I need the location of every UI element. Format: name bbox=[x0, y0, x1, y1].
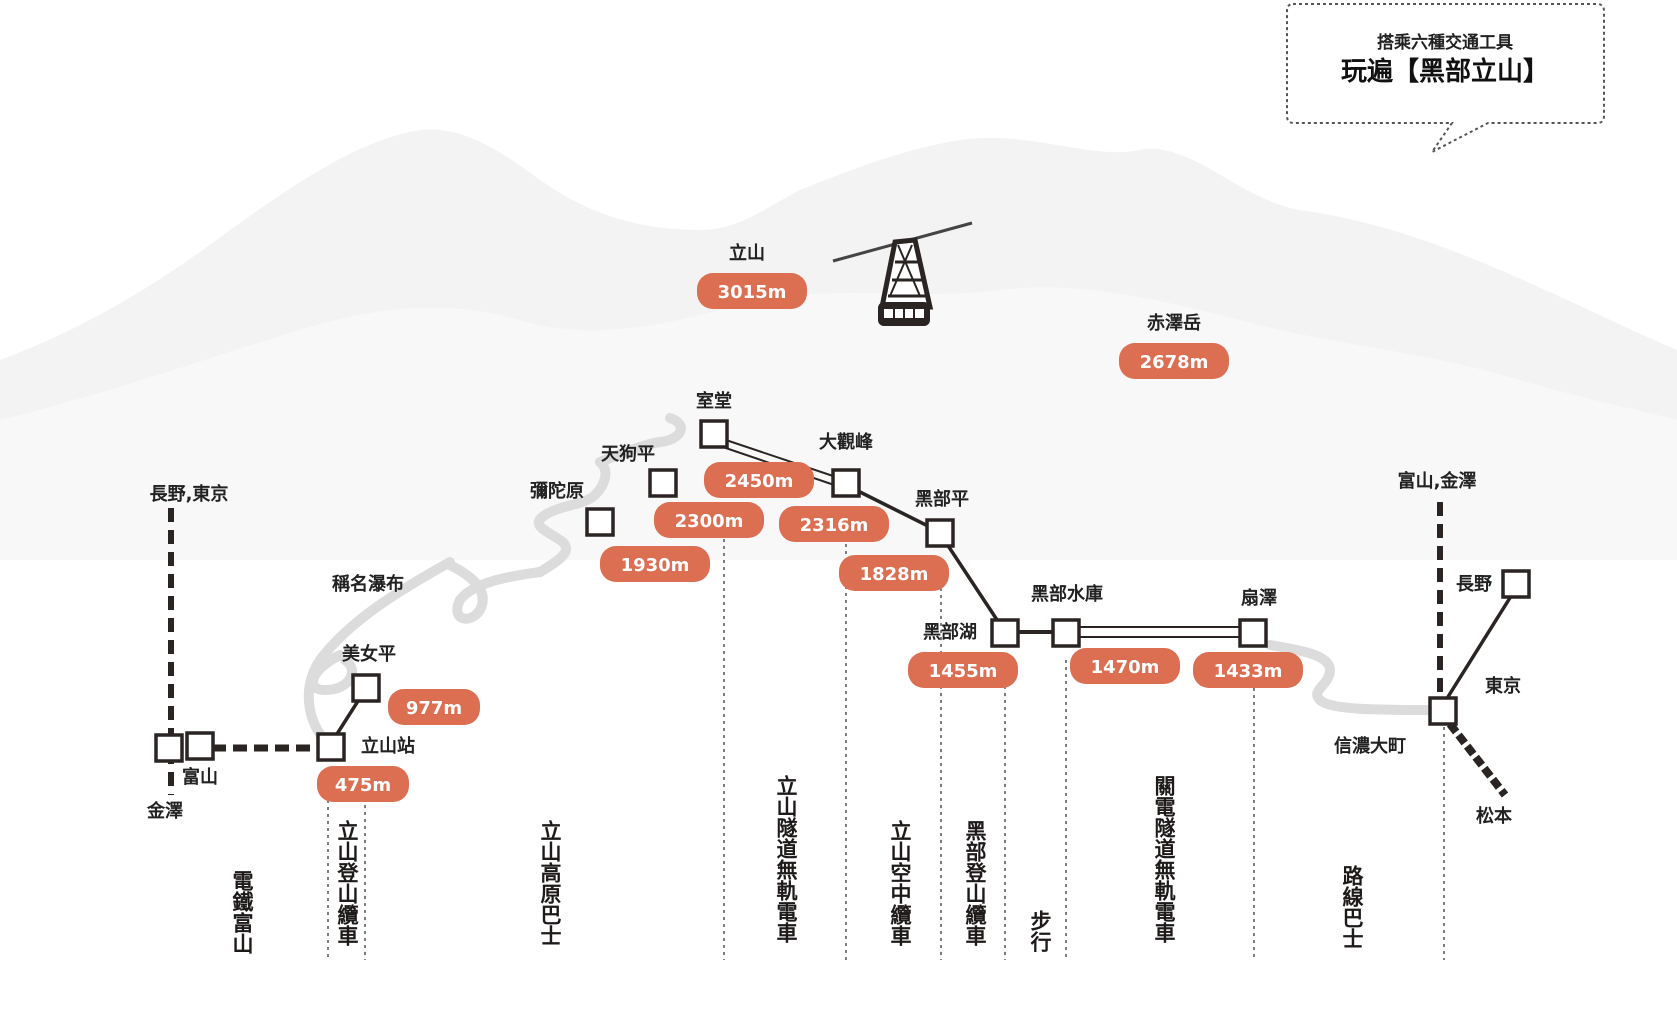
station-kurobedam: 黑部水庫 1470m bbox=[1031, 583, 1180, 684]
peak-elevation: 2678m bbox=[1140, 352, 1209, 373]
station-elevation: 2300m bbox=[675, 511, 744, 532]
station-name: 大觀峰 bbox=[819, 431, 874, 453]
station-square-icon bbox=[154, 733, 184, 763]
station-name: 黑部水庫 bbox=[1031, 583, 1103, 605]
station-name: 扇澤 bbox=[1241, 587, 1277, 609]
station-tateyama: 立山站 475m bbox=[317, 735, 415, 802]
route-dividers bbox=[327, 525, 1445, 960]
station-bijodaira: 美女平 977m bbox=[342, 643, 480, 725]
station-midagahara: 彌陀原 1930m bbox=[530, 480, 710, 582]
place-nagano: 長野 bbox=[1456, 574, 1492, 595]
station-name: 美女平 bbox=[342, 643, 396, 665]
route-label: 步行 bbox=[1028, 909, 1053, 953]
route-label: 立山登山纜車 bbox=[335, 819, 360, 947]
station-square-icon bbox=[1428, 696, 1458, 726]
place-shomyo-falls: 稱名瀑布 bbox=[332, 573, 404, 595]
route-label: 黑部登山纜車 bbox=[963, 820, 988, 947]
station-square-icon bbox=[831, 468, 861, 498]
station-square-icon bbox=[316, 732, 346, 762]
route-label: 立山空中纜車 bbox=[888, 819, 912, 947]
station-shinanoomachi: 信濃大町 bbox=[1334, 735, 1406, 757]
ropeway-gondola-icon bbox=[832, 221, 973, 326]
station-elevation: 1828m bbox=[860, 564, 929, 585]
route-label: 電鐵富山 bbox=[230, 870, 254, 954]
station-elevation: 475m bbox=[335, 775, 391, 796]
station-toyama: 富山 bbox=[182, 766, 218, 788]
peak-akazawa: 赤澤岳 2678m bbox=[1119, 313, 1229, 379]
station-square-icon bbox=[925, 518, 955, 548]
place-matsumoto: 松本 bbox=[1476, 805, 1512, 827]
station-name: 立山站 bbox=[361, 735, 415, 757]
station-square-icon bbox=[585, 507, 615, 537]
place-kanazawa: 金澤 bbox=[146, 800, 183, 822]
station-squares bbox=[154, 419, 1531, 763]
route-label: 立山隧道無軌電車 bbox=[774, 774, 798, 944]
peak-elevation: 3015m bbox=[718, 282, 787, 303]
route-label: 關電隧道無軌電車 bbox=[1152, 775, 1176, 944]
station-kurobedaira: 黑部平 1828m bbox=[839, 488, 969, 591]
callout-box: 搭乘六種交通工具 玩遍【黑部立山】 bbox=[1286, 3, 1605, 153]
place-nagano-tokyo: 長野,東京 bbox=[150, 483, 229, 505]
station-ogizawa: 扇澤 1433m bbox=[1193, 587, 1303, 688]
route-label: 立山高原巴士 bbox=[538, 819, 562, 946]
peak-tateyama: 立山 3015m bbox=[697, 242, 807, 309]
station-name: 室堂 bbox=[696, 390, 732, 412]
station-elevation: 2316m bbox=[800, 515, 869, 536]
station-name: 富山 bbox=[182, 766, 218, 788]
station-kurobeko: 黑部湖 1455m bbox=[908, 621, 1018, 688]
station-elevation: 1930m bbox=[621, 555, 690, 576]
station-square-icon bbox=[699, 419, 729, 449]
station-elevation: 1455m bbox=[929, 661, 998, 682]
route-label: 路線巴士 bbox=[1340, 864, 1364, 949]
winding-roads bbox=[303, 413, 1435, 745]
station-square-icon bbox=[648, 468, 678, 498]
station-square-icon bbox=[1238, 618, 1268, 648]
peak-name: 赤澤岳 bbox=[1147, 313, 1201, 334]
callout-title: 玩遍【黑部立山】 bbox=[1341, 56, 1549, 87]
station-tengudaira: 天狗平 2300m bbox=[601, 443, 764, 538]
place-toyama-kanazawa: 富山,金澤 bbox=[1398, 470, 1477, 492]
station-square-icon bbox=[1051, 618, 1081, 648]
station-square-icon bbox=[185, 731, 215, 761]
station-square-icon bbox=[990, 618, 1020, 648]
place-tokyo: 東京 bbox=[1485, 675, 1521, 697]
place-labels: 稱名瀑布 長野,東京 金澤 富山,金澤 長野 東京 松本 bbox=[146, 470, 1521, 827]
station-name: 彌陀原 bbox=[530, 480, 584, 502]
station-name: 黑部平 bbox=[915, 488, 969, 510]
station-murodo: 室堂 2450m bbox=[696, 390, 814, 498]
station-name: 天狗平 bbox=[601, 443, 655, 465]
route-labels: 電鐵富山 立山登山纜車 立山高原巴士 立山隧道無軌電車 立山空中纜車 黑部登山纜… bbox=[230, 774, 1364, 954]
station-elevation: 2450m bbox=[725, 471, 794, 492]
station-name: 黑部湖 bbox=[923, 621, 977, 643]
mountain-backdrop bbox=[0, 129, 1677, 560]
station-daikanbo: 大觀峰 2316m bbox=[779, 431, 889, 542]
station-square-icon bbox=[1501, 569, 1531, 599]
peak-name: 立山 bbox=[729, 242, 765, 264]
station-elevation: 1433m bbox=[1214, 661, 1283, 682]
station-square-icon bbox=[351, 673, 381, 703]
station-elevation: 1470m bbox=[1091, 657, 1160, 678]
station-name: 信濃大町 bbox=[1334, 735, 1406, 757]
station-elevation: 977m bbox=[406, 698, 462, 719]
callout-subtitle: 搭乘六種交通工具 bbox=[1377, 32, 1513, 53]
